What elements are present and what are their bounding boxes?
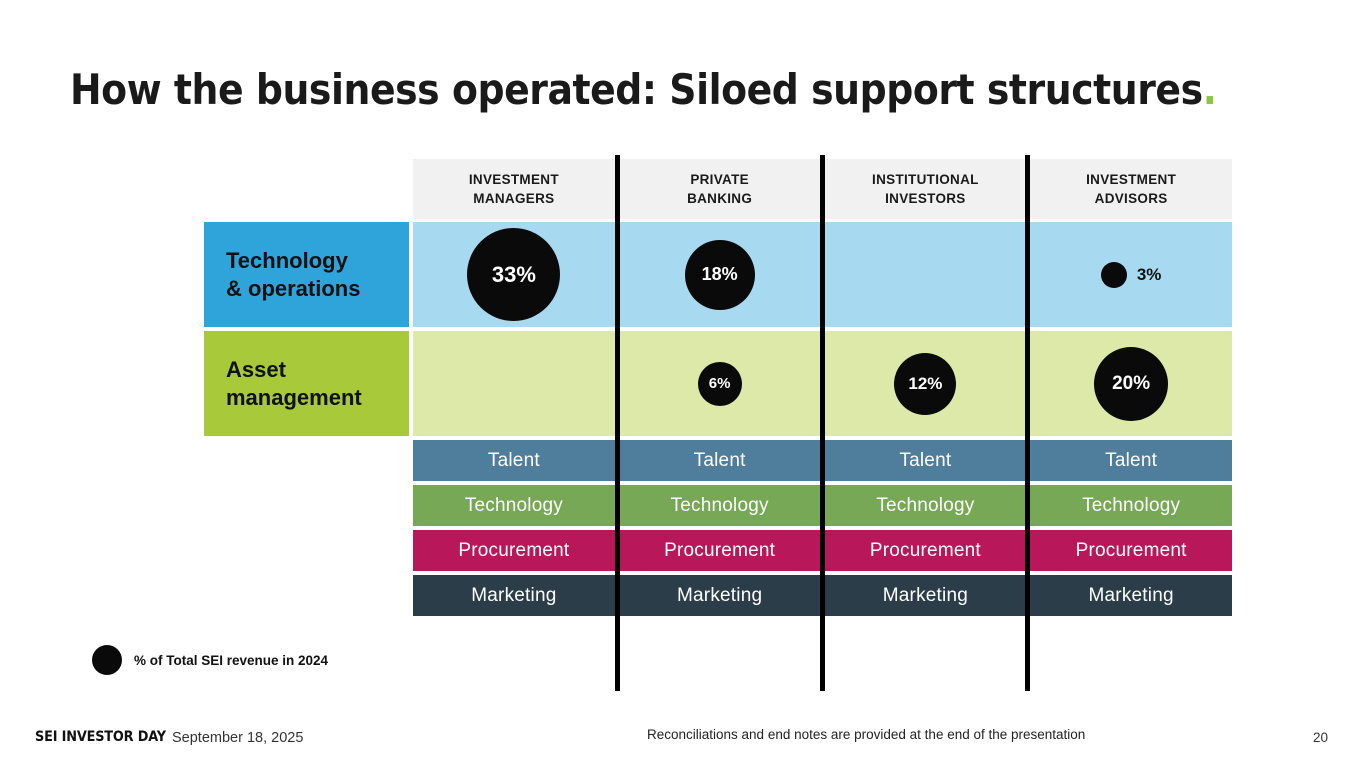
bubble-3-percent-label: 3% [1136, 264, 1162, 284]
title-accent-dot: . [1202, 65, 1217, 114]
column-header-line2: MANAGERS [473, 191, 555, 206]
row-label-technology-operations: Technology& operations [204, 222, 409, 327]
function-cell-procurement-investment-advisors: Procurement [1030, 530, 1232, 571]
bubble-wrap: 20% [1094, 346, 1169, 421]
function-cell-talent-investment-advisors: Talent [1030, 440, 1232, 481]
bubble-18-percent: 18% [684, 239, 755, 310]
silo-divider-2 [820, 155, 825, 691]
legend-label: % of Total SEI revenue in 2024 [134, 652, 329, 668]
function-cell-talent-investment-managers: Talent [413, 440, 615, 481]
matrix-header-row: INVESTMENT MANAGERS PRIVATE BANKING INSTIT… [413, 159, 1232, 219]
function-cell-talent-institutional-investors: Talent [824, 440, 1027, 481]
bubble-cell-techops-institutional-investors [824, 222, 1027, 327]
legend: % of Total SEI revenue in 2024 [92, 645, 328, 675]
function-cell-marketing-investment-advisors: Marketing [1030, 575, 1232, 616]
column-header-line1: INVESTMENT [468, 172, 559, 187]
function-cell-procurement-institutional-investors: Procurement [824, 530, 1027, 571]
column-header-line2: ADVISORS [1094, 191, 1168, 206]
row-label-line2: management [226, 384, 362, 410]
function-row-talent: Talent Talent Talent Talent [413, 440, 1232, 481]
function-cell-procurement-investment-managers: Procurement [413, 530, 615, 571]
bubble-cell-assetmgmt-institutional-investors: 12% [824, 331, 1027, 436]
function-cell-marketing-private-banking: Marketing [618, 575, 821, 616]
row-label-line1: Technology [226, 247, 348, 273]
bubble-wrap: 18% [684, 239, 755, 310]
function-cell-marketing-investment-managers: Marketing [413, 575, 615, 616]
function-row-procurement: Procurement Procurement Procurement Proc… [413, 530, 1232, 571]
siloed-structure-matrix: INVESTMENT MANAGERS PRIVATE BANKING INSTIT… [204, 159, 1232, 639]
function-row-marketing: Marketing Marketing Marketing Marketing [413, 575, 1232, 616]
function-cell-technology-private-banking: Technology [618, 485, 821, 526]
column-header-investment-managers: INVESTMENT MANAGERS [413, 159, 615, 219]
bubble-20-percent: 20% [1094, 346, 1169, 421]
matrix-row-cells: 6% 12% 20% [413, 331, 1232, 436]
column-header-line1: INSTITUTIONAL [872, 172, 979, 187]
black-circle-icon [92, 645, 122, 675]
bubble-12-percent: 12% [894, 352, 957, 415]
support-functions-grid: Talent Talent Talent Talent Technology T… [413, 440, 1232, 620]
function-cell-technology-institutional-investors: Technology [824, 485, 1027, 526]
function-cell-procurement-private-banking: Procurement [618, 530, 821, 571]
matrix-row-technology-operations: Technology& operations 33% 18% 3% [204, 222, 1232, 327]
page-number: 20 [1313, 730, 1329, 745]
bubble-3-percent [1100, 261, 1127, 288]
page-title: How the business operated: Siloed suppor… [70, 64, 1217, 116]
function-cell-talent-private-banking: Talent [618, 440, 821, 481]
silo-divider-1 [615, 155, 620, 691]
column-header-line2: BANKING [687, 191, 753, 206]
column-header-line2: INVESTORS [885, 191, 966, 206]
bubble-cell-assetmgmt-investment-managers [413, 331, 615, 436]
function-cell-technology-investment-advisors: Technology [1030, 485, 1232, 526]
bubble-cell-assetmgmt-private-banking: 6% [618, 331, 821, 436]
footer-note: Reconciliations and end notes are provid… [647, 727, 1086, 742]
matrix-row-cells: 33% 18% 3% [413, 222, 1232, 327]
function-cell-marketing-institutional-investors: Marketing [824, 575, 1027, 616]
bubble-cell-techops-investment-advisors: 3% [1030, 222, 1232, 327]
bubble-wrap: 3% [1100, 261, 1162, 288]
bubble-wrap: 12% [894, 352, 957, 415]
page-title-text: How the business operated: Siloed suppor… [70, 65, 1203, 114]
function-cell-technology-investment-managers: Technology [413, 485, 615, 526]
bubble-cell-assetmgmt-investment-advisors: 20% [1030, 331, 1232, 436]
column-header-investment-advisors: INVESTMENT ADVISORS [1030, 159, 1232, 219]
column-header-line1: PRIVATE [690, 172, 749, 187]
bubble-wrap: 33% [467, 228, 561, 321]
row-label-line2: & operations [226, 275, 361, 301]
column-header-private-banking: PRIVATE BANKING [618, 159, 821, 219]
bubble-wrap: 6% [697, 361, 742, 406]
bubble-cell-techops-investment-managers: 33% [413, 222, 615, 327]
silo-divider-3 [1025, 155, 1030, 691]
function-row-technology: Technology Technology Technology Technol… [413, 485, 1232, 526]
bubble-33-percent: 33% [467, 228, 561, 321]
row-label-line1: Asset [226, 356, 286, 382]
column-header-line1: INVESTMENT [1086, 172, 1177, 187]
column-header-institutional-investors: INSTITUTIONAL INVESTORS [824, 159, 1027, 219]
footer-brand: SEI INVESTOR DAY [35, 729, 166, 745]
bubble-6-percent: 6% [697, 361, 742, 406]
bubble-cell-techops-private-banking: 18% [618, 222, 821, 327]
footer-date: September 18, 2025 [172, 730, 304, 746]
